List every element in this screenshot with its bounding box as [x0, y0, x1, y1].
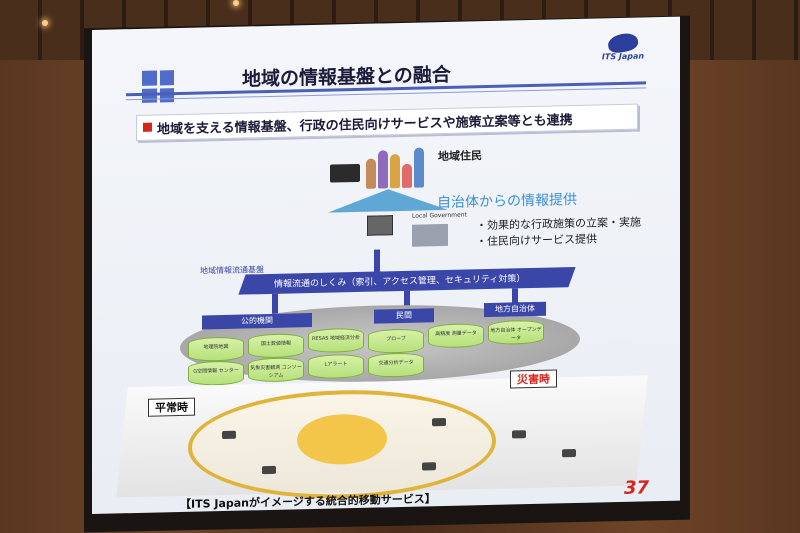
private-sector-header: 民間: [374, 308, 434, 324]
data-cylinder: RESAS 地域経済分析: [308, 327, 364, 354]
subtitle-box: 地域を支える情報基盤、行政の住民向けサービスや施策立案等とも連携: [136, 103, 638, 142]
ceiling-light: [42, 20, 48, 26]
normal-time-badge: 平常時: [148, 397, 195, 417]
residents-illustration: [362, 142, 437, 189]
car-icon: [562, 449, 576, 458]
public-institutions-header: 公的機関: [202, 313, 312, 330]
its-japan-logo: ITS Japan: [597, 31, 649, 70]
bullet-service: ・住民向けサービス提供: [476, 232, 597, 249]
building-icon: [412, 223, 448, 247]
data-cylinder: Lアラート: [308, 353, 364, 380]
data-cylinder: 気象災害観測 コンソーシアム: [248, 357, 304, 383]
arrow-up-down-icon: [374, 249, 380, 274]
red-square-icon: [143, 122, 152, 132]
info-provide-label: 自治体からの情報提供: [437, 191, 577, 212]
bicycle-icon: [422, 462, 436, 471]
arrow-down-icon: [272, 293, 278, 314]
data-cylinder: 国土数値情報: [248, 333, 304, 359]
car-icon: [432, 417, 446, 427]
data-cylinder: G空間情報 センター: [188, 360, 244, 386]
data-cylinder: 交通分析データ: [368, 352, 424, 378]
local-government-header: 地方自治体: [484, 301, 546, 318]
residents-label: 地域住民: [438, 149, 482, 164]
car-icon: [262, 465, 276, 475]
presentation-slide: 地域の情報基盤との融合 ITS Japan 地域を支える情報基盤、行政の住民向け…: [92, 16, 680, 515]
taxi-icon: [512, 430, 526, 439]
laptop-icon: [330, 163, 360, 183]
page-number: 37: [624, 477, 650, 499]
data-cylinder: 地理院地図: [188, 336, 244, 362]
local-government-label: Local Government: [412, 211, 467, 220]
computer-icon: [367, 215, 393, 236]
ceiling-light: [233, 0, 239, 6]
up-arrow-icon: [328, 187, 448, 213]
bullet-policy: ・効果的な行政施策の立案・実施: [476, 215, 641, 233]
data-cylinder: プローブ: [368, 328, 424, 354]
slide-subtitle: 地域を支える情報基盤、行政の住民向けサービスや施策立案等とも連携: [157, 113, 573, 138]
disaster-time-badge: 災害時: [510, 369, 557, 389]
data-cylinder: 地方自治体 オープンデータ: [488, 319, 544, 346]
data-cylinder: 高精度 測量データ: [428, 323, 484, 349]
bus-icon: [222, 430, 236, 440]
logo-text: ITS Japan: [601, 51, 645, 62]
